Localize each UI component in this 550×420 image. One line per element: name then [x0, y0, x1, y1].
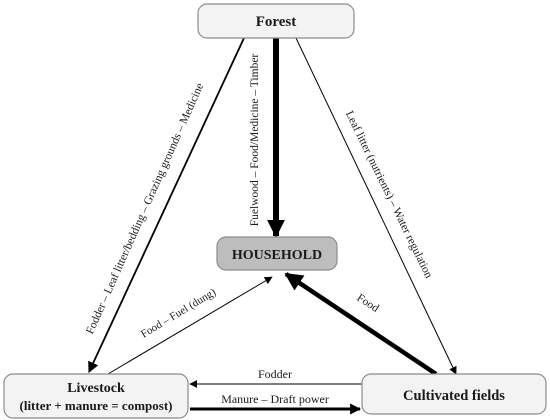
livestock-label: Livestock — [67, 381, 125, 396]
label-forest-to-household: Fuelwood – Food/Medicine – Timber — [249, 54, 261, 227]
node-livestock: Livestock (litter + manure = compost) — [3, 373, 189, 419]
household-label: HOUSEHOLD — [232, 248, 322, 263]
cultivated-fields-label: Cultivated fields — [403, 388, 505, 404]
arrow-livestock-to-household — [107, 276, 273, 375]
arrow-forest-to-fields — [295, 37, 457, 375]
forest-label: Forest — [256, 14, 297, 30]
livestock-sublabel: (litter + manure = compost) — [20, 398, 173, 413]
label-livestock-to-fields: Manure – Draft power — [221, 392, 329, 406]
label-fields-to-household: Food — [354, 292, 381, 315]
forest-box — [197, 3, 355, 39]
node-cultivated-fields: Cultivated fields — [361, 373, 547, 415]
label-forest-to-fields: Leaf litter (nutrients) – Water regulati… — [343, 109, 435, 280]
label-fields-to-livestock: Fodder — [258, 367, 292, 381]
arrow-fields-to-household — [284, 272, 438, 376]
arrow-forest-to-livestock — [88, 37, 245, 373]
livestock-box — [3, 373, 189, 419]
label-forest-to-livestock: Fodder – Leaf litter/bedding – Grazing g… — [84, 81, 206, 336]
cultivated-fields-box — [361, 373, 547, 415]
node-household: HOUSEHOLD — [216, 236, 338, 271]
node-forest: Forest — [197, 3, 355, 39]
household-box — [216, 236, 338, 271]
